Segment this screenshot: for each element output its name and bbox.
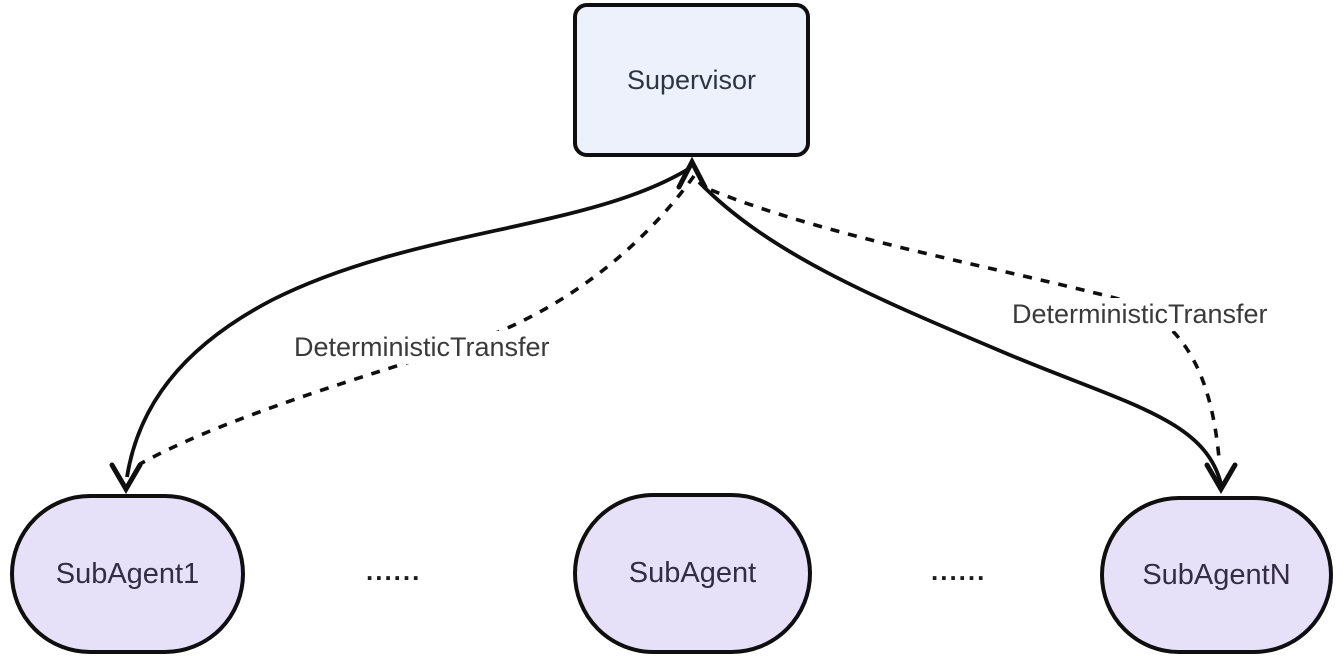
edge-supervisor-subagent1-dashed [139, 174, 696, 466]
ellipsis-right: ...... [931, 556, 987, 586]
node-subagent1: SubAgent1 [10, 494, 245, 654]
edge-label-deterministic-transfer-right: DeterministicTransfer [1006, 298, 1274, 331]
node-subagentn-label: SubAgentN [1142, 558, 1291, 591]
edge-label-deterministic-transfer-left: DeterministicTransfer [288, 331, 556, 364]
node-supervisor: Supervisor [573, 3, 810, 157]
ellipsis-left: ...... [366, 556, 422, 586]
edge-supervisor-subagentn-solid [697, 180, 1223, 485]
node-subagentn: SubAgentN [1100, 496, 1333, 654]
node-supervisor-label: Supervisor [626, 64, 757, 95]
edge-subagent1-supervisor-solid [125, 166, 691, 478]
node-subagent-middle: SubAgent [573, 493, 812, 654]
node-subagent1-label: SubAgent1 [55, 557, 200, 590]
arrowhead-down-subagentn-icon [1204, 462, 1238, 494]
node-subagent-middle-label: SubAgent [628, 557, 757, 589]
edge-subagentn-supervisor-dashed [710, 188, 1221, 459]
arrowhead-up-supervisor-icon [676, 156, 708, 190]
arrowhead-down-subagent1-icon [109, 462, 143, 494]
